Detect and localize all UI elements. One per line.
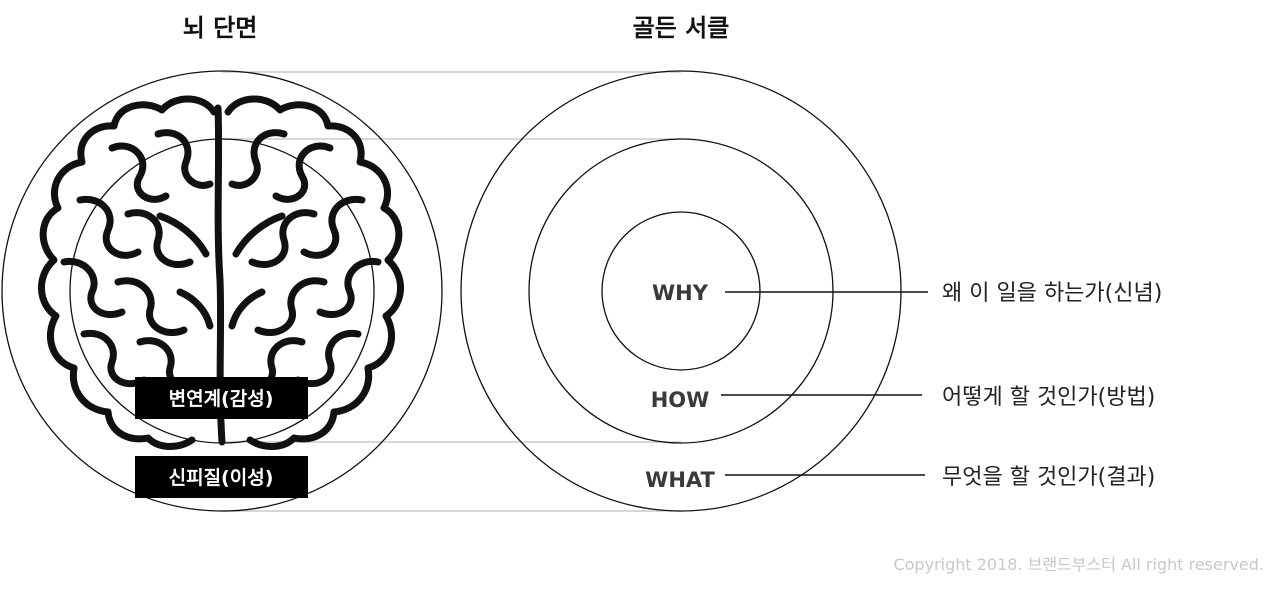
how-description: 어떻게 할 것인가(방법) — [942, 385, 1155, 410]
why-label: WHY — [652, 281, 709, 305]
brain-section-title: 뇌 단면 — [183, 14, 258, 42]
neocortex-badge: 신피질(이성) — [135, 456, 308, 498]
copyright-text: Copyright 2018. 브랜드부스터 All right reserve… — [893, 555, 1264, 574]
how-circle — [528, 138, 834, 444]
limbic-system-badge: 변연계(감성) — [135, 377, 308, 419]
why-circle — [601, 211, 761, 371]
what-label: WHAT — [645, 468, 715, 492]
golden-circle-title: 골든 서클 — [633, 14, 730, 42]
neocortex-label: 신피질(이성) — [169, 467, 274, 489]
how-label: HOW — [651, 388, 710, 412]
what-description: 무엇을 할 것인가(결과) — [942, 465, 1155, 490]
why-description: 왜 이 일을 하는가(신념) — [942, 281, 1162, 306]
neocortex-circle — [1, 70, 443, 512]
limbic-system-label: 변연계(감성) — [169, 388, 274, 410]
brain-illustration-icon — [38, 95, 404, 450]
limbic-circle — [69, 138, 375, 444]
what-circle — [460, 70, 902, 512]
